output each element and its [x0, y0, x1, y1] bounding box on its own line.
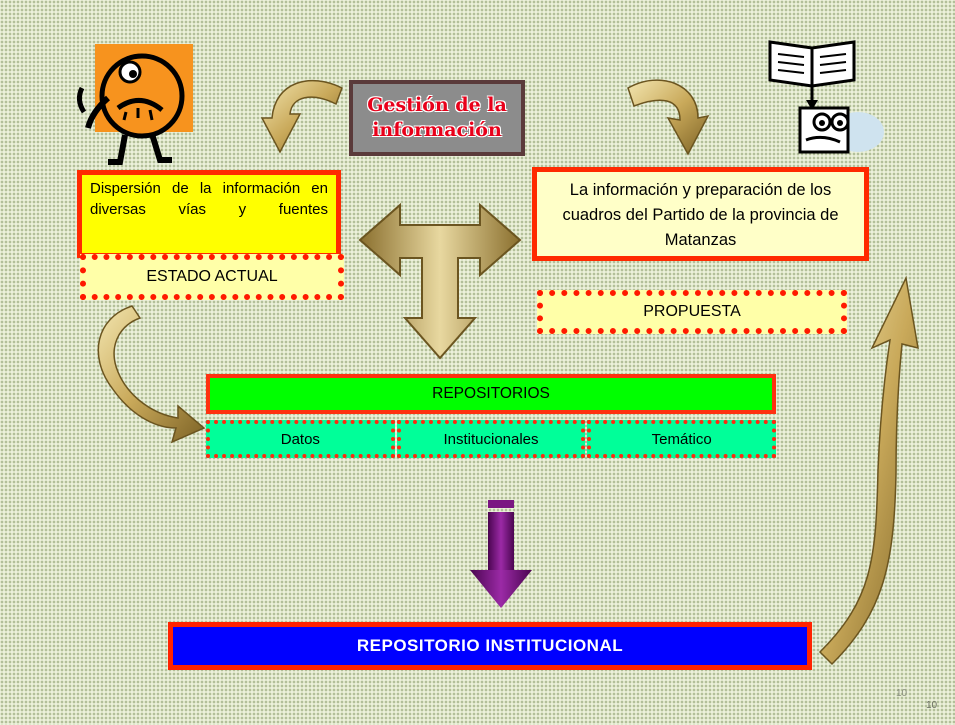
curved-arrow-left-bottom: [97, 305, 206, 444]
repositories-header-text: REPOSITORIOS: [432, 385, 550, 402]
curved-arrow-right-top: [627, 79, 710, 156]
page-number: 10: [896, 688, 908, 699]
repositories-types: Datos Institucionales Temático: [206, 420, 777, 458]
purple-down-arrow: [470, 500, 532, 608]
proposal-label: PROPUESTA: [537, 290, 847, 334]
repository-type-label: Temático: [651, 430, 712, 448]
institutional-repository-text: REPOSITORIO INSTITUCIONAL: [356, 636, 624, 655]
triple-arrow: [358, 202, 522, 360]
institutional-repository-box: REPOSITORIO INSTITUCIONAL: [168, 622, 812, 670]
repository-type-label: Institucionales: [443, 430, 539, 448]
current-state-label: ESTADO ACTUAL: [80, 254, 344, 300]
curved-arrow-left-top: [260, 79, 343, 154]
repositories-header: REPOSITORIOS: [206, 374, 776, 414]
proposal-box: La información y preparación de los cuad…: [532, 167, 869, 261]
proposal-text: La información y preparación de los cuad…: [562, 181, 839, 249]
repository-type-institucionales: Institucionales: [396, 420, 586, 458]
page-number-overlay: 10: [926, 700, 938, 711]
repository-type-datos: Datos: [206, 420, 395, 458]
repository-type-label: Datos: [280, 430, 320, 448]
repository-type-tematico: Temático: [587, 420, 777, 458]
current-state-box: Dispersión de la información en diversas…: [77, 170, 341, 258]
proposal-label-text: PROPUESTA: [643, 303, 741, 320]
page-title: Gestión de la información: [367, 94, 507, 141]
worried-face-icon: [76, 44, 193, 165]
reading-book-icon: [768, 40, 884, 154]
title-box: Gestión de la información: [349, 80, 525, 156]
current-state-text: Dispersión de la información en diversas…: [90, 180, 328, 218]
curved-arrow-right-long: [818, 275, 919, 666]
current-state-label-text: ESTADO ACTUAL: [146, 268, 278, 285]
